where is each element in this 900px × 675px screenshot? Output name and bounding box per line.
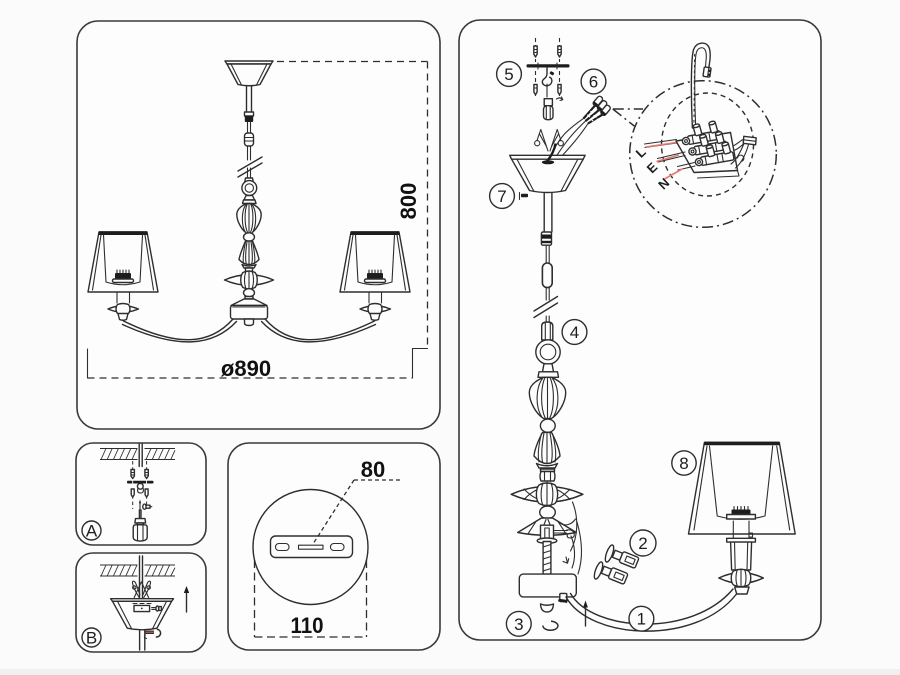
svg-text:A: A <box>86 522 98 541</box>
svg-text:5: 5 <box>504 65 513 84</box>
svg-text:80: 80 <box>361 457 385 482</box>
svg-text:B: B <box>86 629 97 648</box>
svg-text:ø890: ø890 <box>221 356 271 381</box>
svg-text:4: 4 <box>570 323 579 342</box>
svg-text:7: 7 <box>497 187 506 206</box>
svg-text:800: 800 <box>396 183 421 220</box>
svg-text:3: 3 <box>514 615 523 634</box>
svg-text:6: 6 <box>589 73 598 92</box>
svg-text:2: 2 <box>638 534 647 553</box>
svg-text:8: 8 <box>679 454 688 473</box>
svg-text:1: 1 <box>637 610 646 629</box>
svg-text:110: 110 <box>291 613 324 638</box>
